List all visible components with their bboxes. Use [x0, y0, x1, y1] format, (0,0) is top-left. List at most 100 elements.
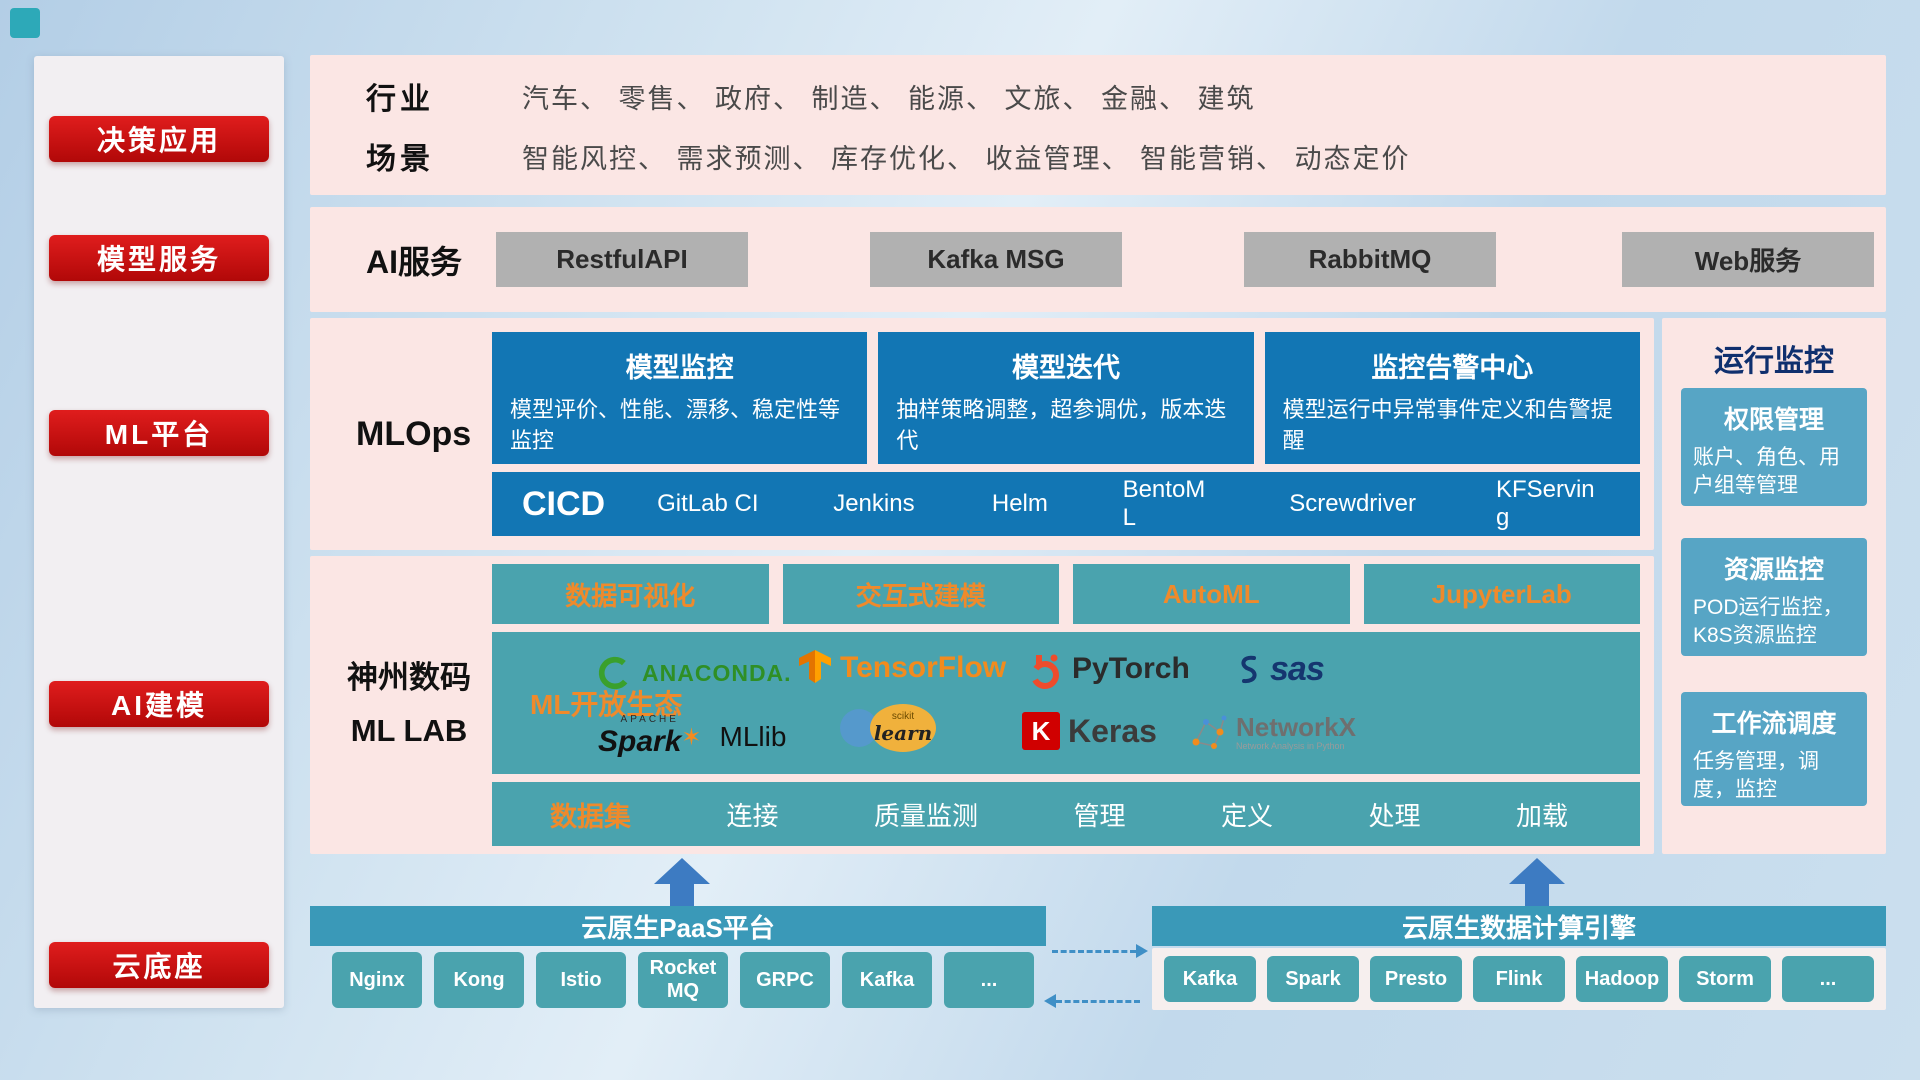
tensorflow-text: TensorFlow — [840, 651, 1007, 684]
ai-service-kafka-msg: Kafka MSG — [870, 232, 1122, 287]
ai-service-web: Web服务 — [1622, 232, 1874, 287]
ml-ecosystem-label: ML开放生态 — [530, 689, 683, 720]
flow-arrow-left-icon — [1044, 994, 1140, 1008]
cicd-gitlab-ci: GitLab CI — [657, 490, 759, 518]
paas-kong: Kong — [434, 952, 524, 1008]
engine-more: ... — [1782, 956, 1874, 1002]
keras-logo: K Keras — [1022, 712, 1157, 750]
engine-hadoop: Hadoop — [1576, 956, 1668, 1002]
up-arrow-icon — [1509, 858, 1565, 906]
model-monitoring-card: 模型监控 模型评价、性能、漂移、稳定性等监控 — [492, 332, 868, 464]
mlops-panel: MLOps 模型监控 模型评价、性能、漂移、稳定性等监控 模型迭代 抽样策略调整… — [310, 318, 1654, 550]
tool-automl: AutoML — [1073, 564, 1350, 624]
ai-service-label: AI服务 — [366, 243, 463, 280]
mlops-label: MLOps — [356, 414, 472, 453]
engine-spark: Spark — [1267, 956, 1359, 1002]
resource-monitoring-card: 资源监控 POD运行监控，K8S资源监控 — [1681, 538, 1867, 656]
model-iteration-title: 模型迭代 — [1011, 353, 1120, 383]
mllab-label-line2: ML LAB — [350, 713, 468, 748]
pytorch-logo: PyTorch — [1026, 648, 1190, 690]
paas-istio: Istio — [536, 952, 626, 1008]
layer-label-decision-apps: 决策应用 — [49, 116, 269, 162]
mllab-label-line1: 神州数码 — [347, 660, 471, 696]
paas-nginx: Nginx — [332, 952, 422, 1008]
tool-data-visualization: 数据可视化 — [492, 564, 769, 624]
engine-storm: Storm — [1679, 956, 1771, 1002]
ai-service-panel: AI服务 RestfulAPI Kafka MSG RabbitMQ Web服务 — [310, 207, 1886, 312]
networkx-logo: NetworkX Network Analysis in Python — [1188, 712, 1356, 752]
cicd-screwdriver: Screwdriver — [1289, 490, 1416, 518]
industry-label: 行业 — [366, 83, 434, 116]
mllab-panel: 神州数码 ML LAB 数据可视化 交互式建模 AutoML JupyterLa… — [310, 556, 1654, 854]
networkx-subtitle: Network Analysis in Python — [1236, 741, 1345, 752]
layer-label-ai-modeling: AI建模 — [49, 681, 269, 727]
alert-center-title: 监控告警中心 — [1371, 353, 1534, 383]
layer-label-ml-platform: ML平台 — [49, 410, 269, 456]
apache-text: APACHE — [620, 714, 679, 725]
up-arrow-head — [654, 858, 710, 884]
paas-platform-bar: 云原生PaaS平台 — [310, 906, 1046, 946]
tool-jupyterlab: JupyterLab — [1363, 564, 1640, 624]
sas-logo: sas — [1236, 650, 1325, 689]
engine-presto: Presto — [1370, 956, 1462, 1002]
cicd-helm: Helm — [991, 490, 1048, 518]
paas-components-row: Nginx Kong Istio RocketMQ GRPC Kafka ... — [332, 952, 1034, 1008]
scikit-learn-text: learn — [873, 721, 933, 745]
keras-text: Keras — [1068, 712, 1157, 749]
model-iteration-card: 模型迭代 抽样策略调整，超参调优，版本迭代 — [878, 332, 1254, 464]
alert-center-desc: 模型运行中异常事件定义和告警提醒 — [1282, 397, 1613, 453]
mllib-text: MLlib — [719, 720, 787, 752]
workflow-scheduling-desc: 任务管理，调度，监控 — [1693, 750, 1819, 802]
dataset-process: 处理 — [1368, 800, 1421, 831]
pytorch-text: PyTorch — [1072, 652, 1190, 685]
spark-wordmark: APACHE Spark✶ — [598, 714, 702, 759]
cicd-jenkins: Jenkins — [833, 490, 915, 518]
up-arrow-icon — [654, 858, 710, 906]
resource-monitoring-desc: POD运行监控，K8S资源监控 — [1693, 596, 1844, 648]
workflow-scheduling-title: 工作流调度 — [1711, 710, 1837, 738]
resource-monitoring-title: 资源监控 — [1723, 556, 1824, 584]
cicd-bentoml: BentoML — [1122, 476, 1206, 531]
paas-kafka: Kafka — [842, 952, 932, 1008]
scenario-row: 场景 智能风控、 需求预测、 库存优化、 收益管理、 智能营销、 动态定价 — [366, 131, 1856, 181]
up-arrow-head — [1509, 858, 1565, 884]
layer-label-cloud-base: 云底座 — [49, 942, 269, 988]
networkx-text: NetworkX — [1236, 711, 1356, 742]
dataset-define: 定义 — [1220, 800, 1273, 831]
dataset-manage: 管理 — [1073, 800, 1126, 831]
permission-management-desc: 账户、角色、用户组等管理 — [1693, 446, 1840, 498]
runtime-monitoring-panel: 运行监控 权限管理 账户、角色、用户组等管理 资源监控 POD运行监控，K8S资… — [1662, 318, 1886, 854]
model-monitoring-desc: 模型评价、性能、漂移、稳定性等监控 — [510, 397, 841, 453]
industry-value: 汽车、 零售、 政府、 制造、 能源、 文旅、 金融、 建筑 — [522, 83, 1256, 114]
tool-interactive-modeling: 交互式建模 — [782, 564, 1059, 624]
mllab-tools-row: 数据可视化 交互式建模 AutoML JupyterLab — [492, 564, 1640, 624]
permission-management-card: 权限管理 账户、角色、用户组等管理 — [1681, 388, 1867, 506]
sas-text: sas — [1270, 650, 1325, 688]
networkx-icon — [1192, 715, 1227, 749]
spark-star-icon: ✶ — [681, 724, 702, 751]
permission-management-title: 权限管理 — [1723, 406, 1824, 434]
layer-label-model-service: 模型服务 — [49, 235, 269, 281]
layer-sidebar: 决策应用 模型服务 ML平台 AI建模 云底座 — [34, 56, 284, 1008]
scikit-orange-blob: scikit learn — [870, 704, 936, 752]
dataset-quality: 质量监测 — [873, 800, 978, 831]
paas-grpc: GRPC — [740, 952, 830, 1008]
tensorflow-logo: TensorFlow — [798, 648, 1006, 688]
tensorflow-icon — [799, 650, 831, 683]
networkx-wordmark: NetworkX Network Analysis in Python — [1236, 713, 1356, 752]
scikit-small-text: scikit — [891, 711, 915, 722]
pytorch-icon — [1031, 654, 1059, 689]
spark-mllib-logo: APACHE Spark✶ MLlib — [598, 714, 786, 759]
anaconda-icon — [598, 656, 632, 690]
flow-arrow-right-icon — [1052, 944, 1148, 958]
cicd-bar: CICD GitLab CI Jenkins Helm BentoML Scre… — [492, 472, 1640, 536]
model-iteration-desc: 抽样策略调整，超参调优，版本迭代 — [896, 397, 1227, 453]
up-arrow-stem — [670, 884, 694, 906]
mlops-cards: 模型监控 模型评价、性能、漂移、稳定性等监控 模型迭代 抽样策略调整，超参调优，… — [492, 332, 1640, 464]
runtime-monitoring-title: 运行监控 — [1714, 345, 1834, 378]
spark-text: Spark✶ — [598, 724, 702, 758]
paas-more: ... — [944, 952, 1034, 1008]
anaconda-text: ANACONDA. — [642, 659, 792, 686]
cicd-kfserving: KFServing — [1495, 476, 1595, 531]
industry-row: 行业 汽车、 零售、 政府、 制造、 能源、 文旅、 金融、 建筑 — [366, 71, 1856, 121]
